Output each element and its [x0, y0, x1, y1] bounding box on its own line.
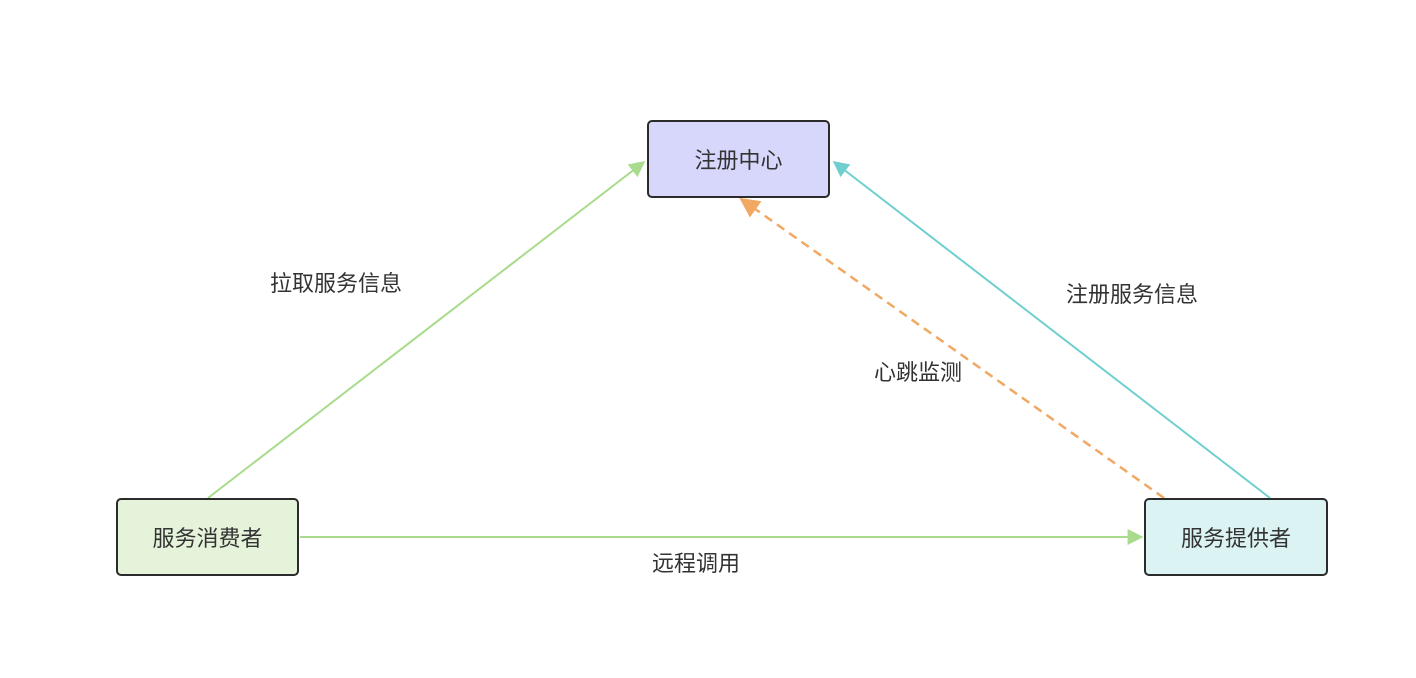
edge-pull-service-info — [207, 161, 646, 499]
edge-label-heartbeat: 心跳监测 — [874, 361, 963, 386]
edge-register-service-info — [832, 161, 1271, 499]
edge-label-register-service-info: 注册服务信息 — [1066, 283, 1199, 308]
node-service-consumer[interactable]: 服务消费者 — [116, 498, 299, 576]
node-registry-center[interactable]: 注册中心 — [647, 120, 830, 198]
node-registry-center-label: 注册中心 — [694, 149, 783, 174]
node-service-consumer-label: 服务消费者 — [152, 527, 263, 552]
edge-label-pull-service-info: 拉取服务信息 — [270, 272, 403, 297]
node-service-provider[interactable]: 服务提供者 — [1144, 498, 1328, 576]
edge-heartbeat — [739, 197, 1165, 500]
node-service-provider-label: 服务提供者 — [1180, 527, 1291, 552]
edge-label-remote-call: 远程调用 — [652, 552, 741, 577]
